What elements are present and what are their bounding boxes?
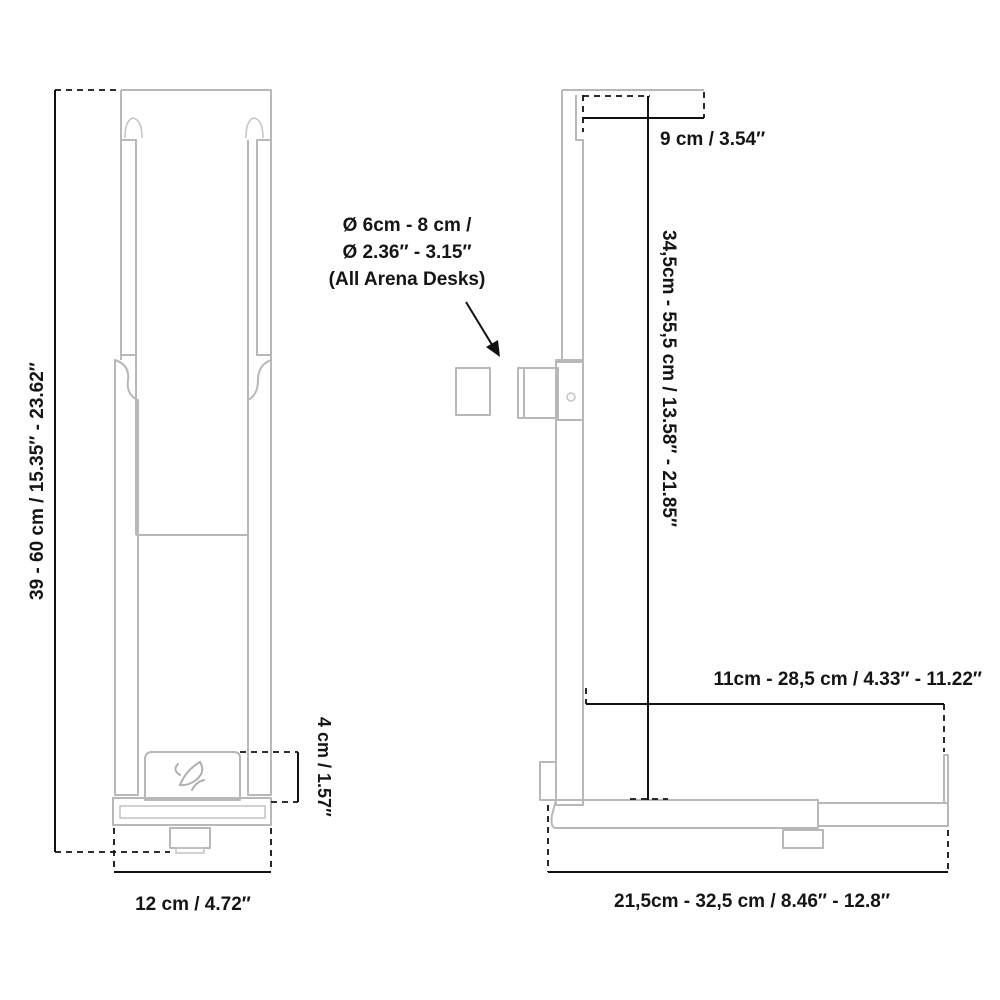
side-base-arm <box>550 799 819 829</box>
front-foot-cap <box>175 847 205 854</box>
side-back-bumper <box>539 761 557 801</box>
clamp-note-arrowhead <box>486 340 500 357</box>
clamp-pad-left <box>455 367 491 416</box>
top-depth-label: 9 cm / 3.54″ <box>660 129 765 150</box>
side-top-hook <box>561 89 704 361</box>
clamp-parts <box>455 301 559 419</box>
front-left-upper-rail <box>120 139 137 356</box>
side-foot <box>782 829 824 849</box>
front-height-label: 39 - 60 cm / 15.35″ - 23.62″ <box>27 362 48 600</box>
front-left-notch <box>124 117 143 139</box>
inner-depth-label: 11cm - 28,5 cm / 4.33″ - 11.22″ <box>713 669 982 690</box>
front-right-notch <box>245 117 264 139</box>
side-view <box>539 89 949 873</box>
front-right-leg <box>247 359 272 796</box>
clamp-note-line3: (All Arena Desks) <box>329 269 486 290</box>
front-width-label: 12 cm / 4.72″ <box>135 894 251 915</box>
overall-depth-label: 21,5cm - 32,5 cm / 8.46″ - 12.8″ <box>614 891 890 912</box>
front-view <box>54 89 299 873</box>
vertical-range-label: 34,5cm - 55,5 cm / 13.58″ - 21.85″ <box>658 230 679 527</box>
front-right-upper-rail <box>256 139 272 356</box>
side-clamp-block <box>555 361 584 421</box>
clamp-note-line2: Ø 2.36″ - 3.15″ <box>342 242 471 263</box>
base-height-label: 4 cm / 1.57″ <box>314 717 334 817</box>
side-main-column <box>555 359 584 806</box>
front-logo-plate <box>144 751 241 801</box>
front-inner-channel <box>135 140 249 536</box>
side-front-lip <box>943 754 949 804</box>
clamp-pad-right <box>517 367 559 419</box>
brand-logo-icon <box>174 760 205 791</box>
front-base-tray <box>112 797 272 826</box>
clamp-note-arrow-shaft <box>465 301 495 349</box>
clamp-note-line1: Ø 6cm - 8 cm / <box>343 215 473 236</box>
front-base-tray-inner <box>119 805 266 819</box>
front-foot <box>169 827 211 849</box>
side-screw-icon <box>566 392 576 402</box>
front-left-leg <box>114 359 139 796</box>
side-base-extension <box>818 802 949 827</box>
